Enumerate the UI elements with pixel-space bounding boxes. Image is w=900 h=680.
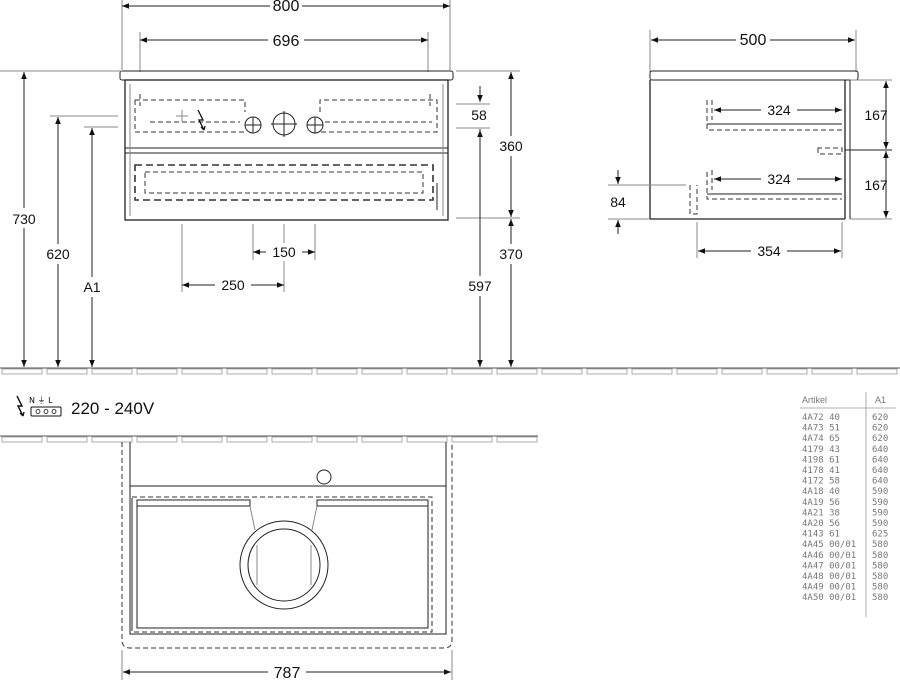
socket-icon bbox=[30, 406, 62, 417]
dim-800-label: 800 bbox=[273, 0, 300, 15]
table-cell-a1: 580 bbox=[872, 540, 888, 550]
table-cell-artikel: 4178 41 bbox=[802, 466, 840, 476]
cabinet-body bbox=[124, 79, 449, 221]
table-cell-artikel: 4A18 40 bbox=[802, 487, 840, 497]
table-cell-a1: 620 bbox=[872, 424, 888, 434]
floor-line-lower bbox=[0, 435, 538, 443]
table-cell-artikel: 4A74 65 bbox=[802, 434, 840, 444]
table-cell-artikel: 4198 61 bbox=[802, 455, 840, 465]
dim-324-top-label: 324 bbox=[767, 102, 791, 118]
dim-696-label: 696 bbox=[273, 33, 300, 50]
electric-connection-icon bbox=[197, 109, 206, 131]
dim-324-bottom-label: 324 bbox=[767, 171, 791, 187]
table-cell-a1: 580 bbox=[872, 572, 888, 582]
power-connection: N ⏚ L 220 - 240V bbox=[16, 395, 155, 418]
lightning-icon bbox=[16, 395, 25, 417]
side-countertop bbox=[649, 70, 859, 81]
table-cell-artikel: 4143 61 bbox=[802, 530, 840, 540]
table-cell-a1: 640 bbox=[872, 455, 888, 465]
voltage-label: 220 - 240V bbox=[71, 399, 155, 418]
table-cell-artikel: 4A50 00/01 bbox=[802, 593, 856, 603]
drain-hole bbox=[316, 469, 332, 485]
floor-line-upper bbox=[0, 367, 900, 375]
siphon-cutout-inner bbox=[247, 528, 321, 602]
table-cell-a1: 580 bbox=[872, 551, 888, 561]
article-table: Artikel A1 4A72 40 620 4A73 51 620 4A74 65 62… bbox=[800, 392, 896, 617]
dim-354-label: 354 bbox=[757, 243, 781, 259]
dim-167-bottom-label: 167 bbox=[864, 177, 888, 193]
table-cell-a1: 590 bbox=[872, 487, 888, 497]
table-cell-artikel: 4A49 00/01 bbox=[802, 583, 856, 593]
table-cell-a1: 590 bbox=[872, 498, 888, 508]
table-cell-a1: 580 bbox=[872, 593, 888, 603]
dim-787-label: 787 bbox=[274, 665, 301, 680]
table-cell-artikel: 4A48 00/01 bbox=[802, 572, 856, 582]
dim-620-label: 620 bbox=[46, 246, 70, 262]
table-cell-artikel: 4A46 00/01 bbox=[802, 551, 856, 561]
table-cell-a1: 590 bbox=[872, 508, 888, 518]
table-cell-artikel: 4A45 00/01 bbox=[802, 540, 856, 550]
dim-730-label: 730 bbox=[12, 211, 36, 227]
countertop bbox=[119, 70, 454, 81]
siphon-connections bbox=[176, 110, 324, 137]
side-view: 500 324 324 354 167 167 bbox=[608, 30, 892, 259]
dim-370-label: 370 bbox=[499, 246, 523, 262]
dim-a1-label: A1 bbox=[83, 279, 100, 295]
dim-58-label: 58 bbox=[471, 107, 487, 123]
dim-250-label: 250 bbox=[221, 277, 245, 293]
terminal-labels: N ⏚ L bbox=[29, 396, 53, 405]
table-cell-a1: 640 bbox=[872, 445, 888, 455]
table-cell-artikel: 4A21 38 bbox=[802, 508, 840, 518]
table-cell-artikel: 4A19 56 bbox=[802, 498, 840, 508]
table-cell-a1: 625 bbox=[872, 530, 888, 540]
table-cell-artikel: 4A72 40 bbox=[802, 413, 840, 423]
table-cell-artikel: 4A20 56 bbox=[802, 519, 840, 529]
table-header-artikel: Artikel bbox=[802, 395, 827, 405]
siphon-cutout-outer bbox=[239, 520, 329, 610]
plan-view: 787 bbox=[121, 442, 453, 680]
table-cell-a1: 620 bbox=[872, 413, 888, 423]
table-cell-artikel: 4A73 51 bbox=[802, 424, 840, 434]
table-cell-a1: 640 bbox=[872, 466, 888, 476]
table-cell-artikel: 4A47 00/01 bbox=[802, 561, 856, 571]
table-cell-a1: 580 bbox=[872, 561, 888, 571]
table-cell-a1: 580 bbox=[872, 583, 888, 593]
dim-167-top-label: 167 bbox=[864, 107, 888, 123]
table-cell-artikel: 4179 43 bbox=[802, 445, 840, 455]
front-view: 800 696 bbox=[0, 0, 529, 367]
dim-597-label: 597 bbox=[468, 278, 492, 294]
table-cell-artikel: 4172 58 bbox=[802, 477, 840, 487]
table-cell-a1: 590 bbox=[872, 519, 888, 529]
dim-500-label: 500 bbox=[740, 32, 767, 49]
table-header-a1: A1 bbox=[875, 395, 886, 405]
dim-84-label: 84 bbox=[610, 194, 626, 210]
dim-360-label: 360 bbox=[499, 138, 523, 154]
table-cell-a1: 640 bbox=[872, 477, 888, 487]
table-cell-a1: 620 bbox=[872, 434, 888, 444]
dim-150-label: 150 bbox=[272, 244, 296, 260]
